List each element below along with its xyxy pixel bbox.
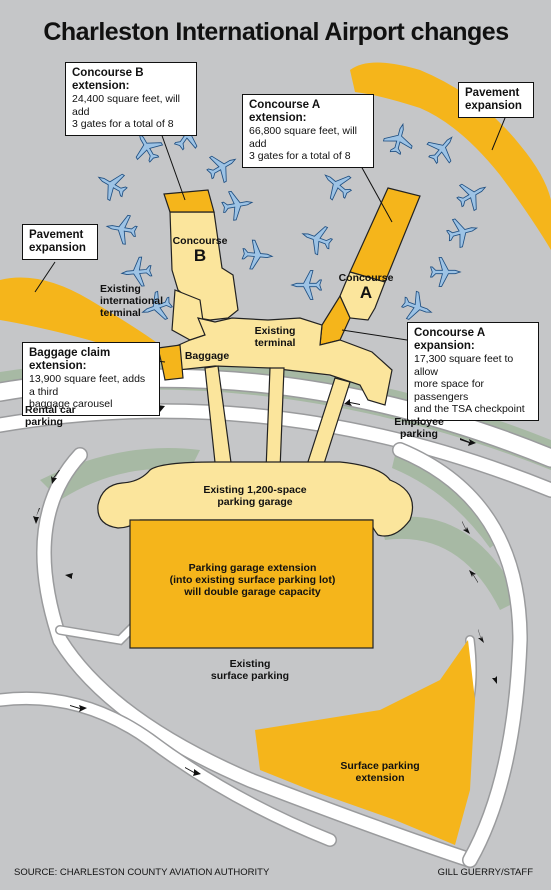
grass-strip xyxy=(40,448,200,500)
label-text: surface parking xyxy=(210,670,290,682)
callout-line: 24,400 square feet, will add xyxy=(72,93,180,118)
callout-pavement-expansion-right: Pavement expansion xyxy=(458,82,534,118)
label-text: Concourse xyxy=(338,272,394,284)
callout-line: 3 gates for a total of 8 xyxy=(72,118,174,130)
arrow-icon xyxy=(460,438,476,446)
callout-pavement-expansion-left: Pavement expansion xyxy=(22,224,98,260)
callout-title: Pavement xyxy=(29,229,84,241)
arrow-icon xyxy=(70,705,87,712)
label-surface-parking-extension: Surface parking extension xyxy=(330,760,430,784)
label-text: Baggage xyxy=(184,350,230,362)
label-text: Existing 1,200-space xyxy=(203,484,307,496)
callout-line: 17,300 square feet to allow xyxy=(414,353,514,378)
arrow-icon xyxy=(478,629,484,643)
callout-line: more space for passengers xyxy=(414,378,485,403)
callout-baggage-claim-extension: Baggage claim extension: 13,900 square f… xyxy=(22,342,160,416)
callout-title: expansion xyxy=(465,100,522,112)
label-baggage: Baggage xyxy=(182,350,232,362)
label-text: Existing xyxy=(100,283,141,295)
callout-title: Concourse B extension: xyxy=(72,67,144,92)
surface-parking-extension xyxy=(255,640,475,845)
callout-line: 66,800 square feet, will add xyxy=(249,125,357,150)
label-parking-garage-extension: Parking garage extension (into existing … xyxy=(150,562,355,598)
callout-title: Pavement xyxy=(465,87,520,99)
callout-line: 3 gates for a total of 8 xyxy=(249,150,351,162)
label-employee-parking: Employee parking xyxy=(388,416,450,440)
label-concourse-b: Concourse B xyxy=(170,235,230,265)
label-existing-parking-garage: Existing 1,200-space parking garage xyxy=(190,484,320,508)
label-letter: B xyxy=(193,246,207,265)
label-text: Concourse xyxy=(172,235,228,247)
label-text: extension xyxy=(355,772,405,784)
callout-title: Concourse A extension: xyxy=(249,99,320,124)
leader-line xyxy=(491,117,506,151)
arrow-icon xyxy=(65,573,80,580)
callout-concourse-a-expansion: Concourse A expansion: 17,300 square fee… xyxy=(407,322,539,421)
label-letter: A xyxy=(359,283,373,302)
label-text: Rental car xyxy=(25,404,76,416)
page-title: Charleston International Airport changes xyxy=(43,18,509,46)
road xyxy=(393,443,527,867)
source-credit: SOURCE: CHARLESTON COUNTY AVIATION AUTHO… xyxy=(14,867,270,878)
label-text: Surface parking xyxy=(340,760,420,772)
pavement-expansion-left xyxy=(0,277,160,360)
label-text: Parking garage extension xyxy=(188,562,317,574)
baggage-claim-extension xyxy=(157,344,184,381)
label-text: terminal xyxy=(254,337,296,349)
label-existing-surface-parking: Existing surface parking xyxy=(200,658,300,682)
label-text: Employee xyxy=(394,416,444,428)
arrow-icon xyxy=(33,508,40,524)
callout-title: Baggage claim extension: xyxy=(29,347,111,372)
callout-concourse-a-extension: Concourse A extension: 66,800 square fee… xyxy=(242,94,374,168)
road xyxy=(0,692,336,846)
arrow-icon xyxy=(344,399,360,406)
callout-title: expansion xyxy=(29,242,86,254)
label-text: Existing xyxy=(229,658,271,670)
label-text: parking xyxy=(400,428,438,440)
callout-title: Concourse A expansion: xyxy=(414,327,485,352)
label-text: will double garage capacity xyxy=(184,586,321,598)
leader-line xyxy=(341,329,408,341)
road xyxy=(37,448,477,867)
concourse-b-existing xyxy=(169,211,239,321)
callout-line: baggage carousel xyxy=(29,398,113,410)
label-text: (into existing surface parking lot) xyxy=(169,574,336,586)
concourse-b-extension xyxy=(163,189,215,213)
arrow-icon xyxy=(462,521,470,534)
label-text: Existing xyxy=(254,325,296,337)
label-text: parking xyxy=(25,416,63,428)
walkways xyxy=(204,365,351,473)
label-concourse-a: Concourse A xyxy=(336,272,396,302)
arrow-icon xyxy=(469,570,478,583)
arrow-icon xyxy=(185,767,201,776)
callout-line: 13,900 square feet, adds a third xyxy=(29,373,146,398)
arrow-icon xyxy=(51,470,60,484)
grass-strip xyxy=(392,455,500,548)
label-text: terminal xyxy=(100,307,141,319)
arrow-icon xyxy=(492,668,497,684)
label-international-terminal: Existing international terminal xyxy=(100,283,180,319)
parking-garage-extension xyxy=(129,519,374,649)
callout-concourse-b-extension: Concourse B extension: 24,400 square fee… xyxy=(65,62,197,136)
label-text: parking garage xyxy=(217,496,293,508)
callout-line: and the TSA checkpoint xyxy=(414,403,525,415)
label-existing-terminal: Existing terminal xyxy=(240,325,310,349)
staff-credit: GILL GUERRY/STAFF xyxy=(437,867,533,878)
leader-line xyxy=(34,261,56,293)
label-text: international xyxy=(100,295,164,307)
label-rental-car-parking: Rental car parking xyxy=(25,404,95,428)
pavement-expansion-right xyxy=(350,62,551,250)
